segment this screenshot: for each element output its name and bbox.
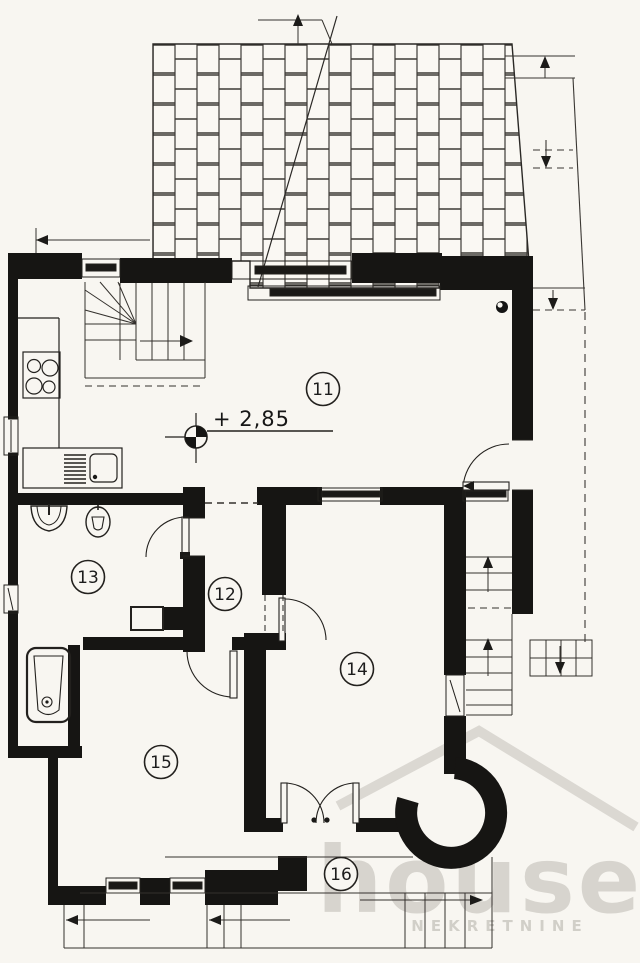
floor-plan-scan: house NEKRETNINE	[0, 0, 640, 963]
scan-noise-overlay	[0, 0, 640, 963]
floor-plan-drawing: house NEKRETNINE	[0, 0, 640, 963]
